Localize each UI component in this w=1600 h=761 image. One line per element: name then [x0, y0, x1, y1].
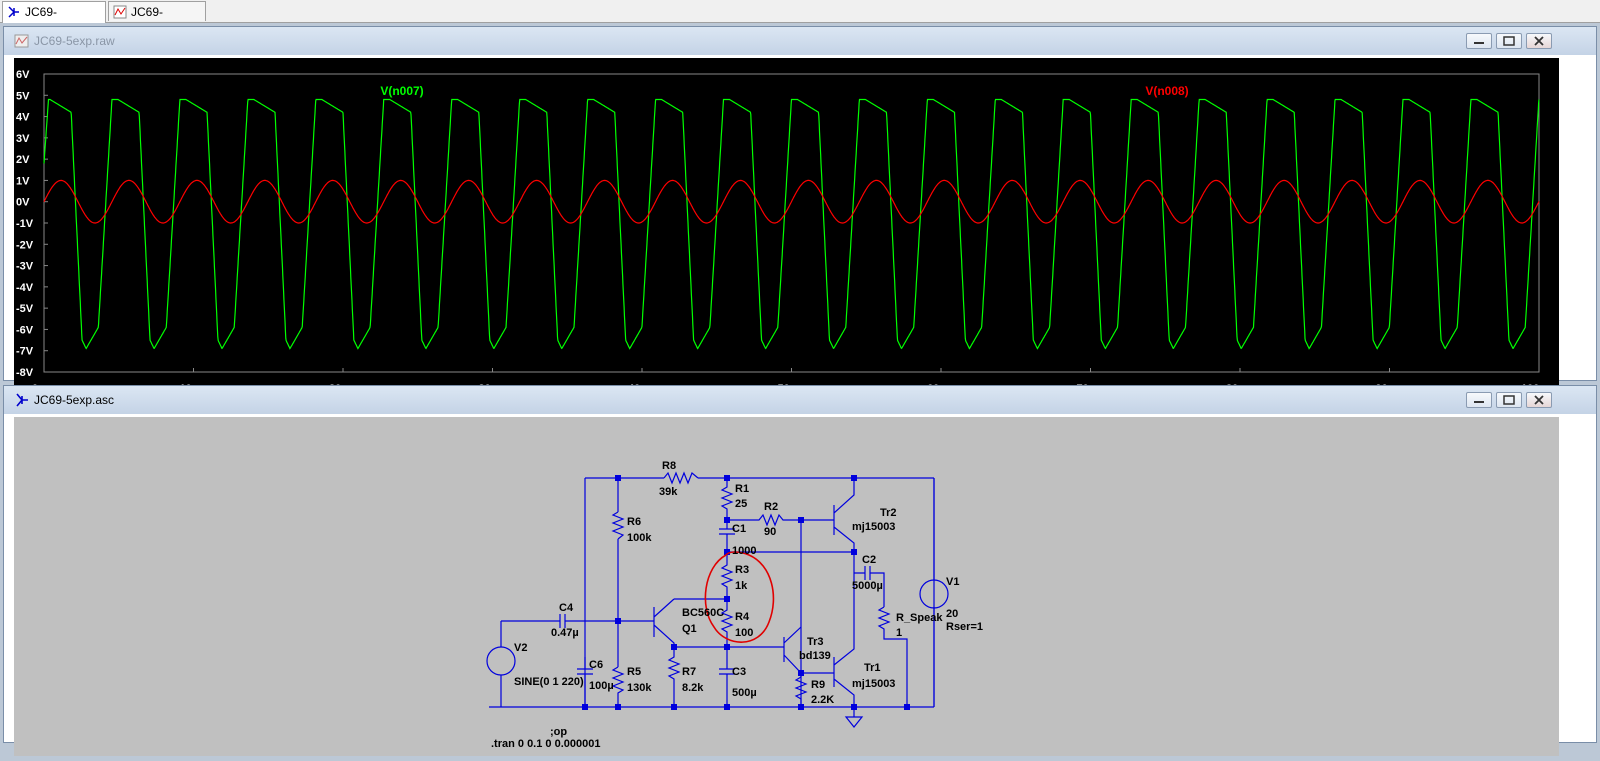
- value-r6: 100k: [627, 532, 652, 544]
- minimize-button[interactable]: [1466, 33, 1492, 49]
- label-r8: R8: [662, 460, 676, 472]
- label-r-speak: R_Speak: [896, 612, 943, 624]
- label-q1-type: BC560C: [682, 607, 724, 619]
- y-tick-label: 1V: [16, 175, 30, 187]
- value-r7: 8.2k: [682, 682, 704, 694]
- annotation-circle: [704, 551, 775, 643]
- close-button[interactable]: [1526, 392, 1552, 408]
- value-tr2: mj15003: [852, 521, 895, 533]
- label-tr3: Tr3: [807, 636, 824, 648]
- value-v2: SINE(0 1 220): [514, 676, 584, 688]
- tab-schematic[interactable]: JC69-5exp.asc: [2, 1, 106, 39]
- schematic-canvas[interactable]: R8 39k R1 25 R2 90 Tr2 mj15003 R6 100k C…: [14, 417, 1559, 756]
- document-tab-bar: JC69-5exp.asc JC69-5exp.raw: [0, 0, 1600, 39]
- value-c4: 0.47µ: [551, 627, 579, 639]
- y-tick-label: 0V: [16, 197, 30, 209]
- label-c2: C2: [862, 554, 876, 566]
- trace-v-n008: [43, 179, 1540, 224]
- value-r4: 100: [735, 627, 753, 639]
- plot-frame: [43, 73, 1540, 373]
- y-tick-label: 2V: [16, 154, 30, 166]
- schematic-icon: [8, 6, 19, 18]
- v1-source[interactable]: [919, 579, 949, 609]
- value-v1: 20: [946, 608, 958, 620]
- value-r2: 90: [764, 526, 776, 538]
- rser-v1: Rser=1: [946, 621, 983, 633]
- value-c3: 500µ: [732, 687, 757, 699]
- minimize-icon: [1474, 401, 1484, 403]
- value-r5: 130k: [627, 682, 652, 694]
- label-r1: R1: [735, 483, 749, 495]
- value-c1: 1000: [732, 545, 756, 557]
- schematic-window-titlebar[interactable]: JC69-5exp.asc: [4, 386, 1596, 414]
- value-r3: 1k: [735, 580, 748, 592]
- label-tr1: Tr1: [864, 662, 881, 674]
- label-r6: R6: [627, 516, 641, 528]
- y-tick-label: -3V: [16, 261, 34, 273]
- waveform-icon: [113, 5, 127, 19]
- value-tr3: bd139: [799, 650, 831, 662]
- y-tick-label: -7V: [16, 346, 34, 358]
- restore-button[interactable]: [1496, 33, 1522, 49]
- label-r7: R7: [682, 666, 696, 678]
- y-tick-label: -5V: [16, 303, 34, 315]
- restore-button[interactable]: [1496, 392, 1522, 408]
- tran-directive[interactable]: .tran 0 0.1 0 0.000001: [491, 738, 600, 750]
- value-r8: 39k: [659, 486, 678, 498]
- plot-window: JC69-5exp.raw 6V 5V 4V 3V 2V 1V 0V -1V -2V -3V -4V…: [3, 26, 1597, 400]
- value-c2: 5000µ: [852, 580, 883, 592]
- value-r1: 25: [735, 498, 747, 510]
- y-tick-label: 6V: [16, 69, 30, 81]
- legend-v-n008[interactable]: V(n008): [1145, 84, 1188, 98]
- circuit-schematic: R8 39k R1 25 R2 90 Tr2 mj15003 R6 100k C…: [486, 460, 983, 750]
- y-tick-label: 3V: [16, 133, 30, 145]
- y-tick-label: -8V: [16, 367, 34, 379]
- label-v2: V2: [514, 642, 527, 654]
- trace-v-n007: [43, 98, 1540, 350]
- y-tick-label: 4V: [16, 112, 30, 124]
- tab-waveform[interactable]: JC69-5exp.raw: [108, 1, 206, 39]
- schematic-window: JC69-5exp.asc: [3, 385, 1597, 756]
- close-button[interactable]: [1526, 33, 1552, 49]
- waveform-icon: [14, 34, 29, 48]
- circuit-wires: [489, 471, 935, 728]
- value-c6: 100µ: [589, 680, 614, 692]
- label-c6: C6: [589, 659, 603, 671]
- value-r9: 2.2K: [811, 694, 834, 706]
- close-icon: [1534, 36, 1544, 46]
- label-q1: Q1: [682, 623, 697, 635]
- value-r-speak: 1: [896, 627, 902, 639]
- label-r2: R2: [764, 501, 778, 513]
- close-icon: [1534, 395, 1544, 405]
- y-tick-label: -1V: [16, 218, 34, 230]
- restore-icon: [1503, 395, 1515, 405]
- v2-source[interactable]: [486, 646, 516, 676]
- label-r4: R4: [735, 611, 750, 623]
- label-c3: C3: [732, 666, 746, 678]
- plot-window-title: JC69-5exp.raw: [34, 34, 115, 48]
- value-tr1: mj15003: [852, 678, 895, 690]
- minimize-button[interactable]: [1466, 392, 1492, 408]
- y-tick-label: -4V: [16, 282, 34, 294]
- label-v1: V1: [946, 576, 959, 588]
- junction-dots: [582, 475, 910, 710]
- y-tick-label: -2V: [16, 239, 34, 251]
- y-tick-label: 5V: [16, 90, 30, 102]
- label-r9: R9: [811, 679, 825, 691]
- label-r3: R3: [735, 564, 749, 576]
- label-c4: C4: [559, 602, 574, 614]
- legend-v-n007[interactable]: V(n007): [380, 84, 423, 98]
- op-directive[interactable]: ;op: [550, 726, 567, 738]
- plot-window-titlebar[interactable]: JC69-5exp.raw: [4, 27, 1596, 55]
- schematic-window-title: JC69-5exp.asc: [34, 393, 115, 407]
- restore-icon: [1503, 36, 1515, 46]
- label-r5: R5: [627, 666, 641, 678]
- minimize-icon: [1474, 42, 1484, 44]
- y-tick-label: -6V: [16, 324, 34, 336]
- label-c1: C1: [732, 523, 746, 535]
- schematic-icon: [16, 393, 28, 407]
- label-tr2: Tr2: [880, 507, 897, 519]
